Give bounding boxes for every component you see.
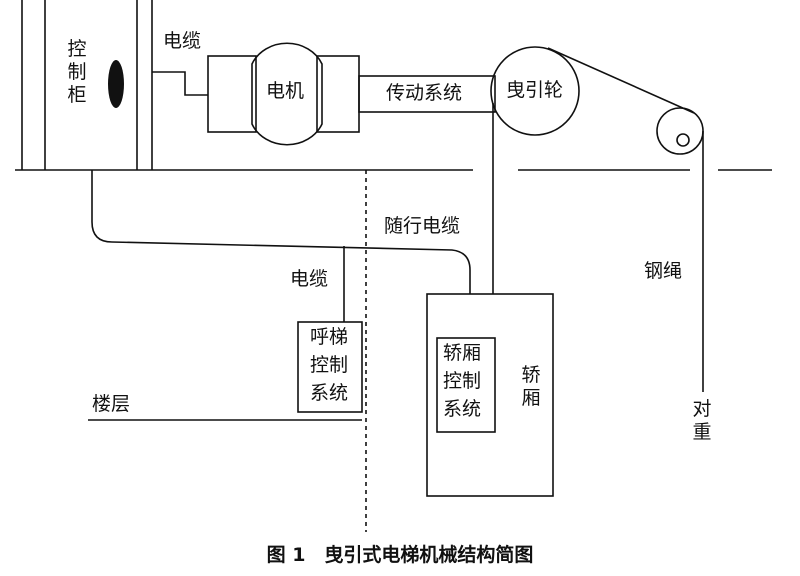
deflector-pulley — [656, 107, 704, 155]
car-control-label-line2: 控制 — [443, 370, 482, 392]
cable-top-label: 电缆 — [163, 30, 202, 52]
hall-call-box — [297, 321, 363, 413]
car-control-box — [436, 337, 496, 433]
transmission-box — [358, 75, 496, 113]
transmission-label: 传动系统 — [386, 82, 463, 104]
figure-caption: 图 1 曳引式电梯机械结构简图 — [266, 544, 534, 566]
counterweight-label: 对重 — [692, 398, 712, 443]
cable-mid-label: 电缆 — [290, 268, 329, 290]
hall-call-label-line3: 系统 — [310, 382, 349, 404]
car-control-label-line1: 轿厢 — [443, 342, 482, 364]
wire-rope-label: 钢绳 — [644, 260, 683, 282]
car-label: 轿厢 — [521, 364, 541, 409]
wire-rope-top — [547, 47, 695, 114]
motor-right-block — [316, 55, 360, 133]
hall-call-label-line1: 呼梯 — [310, 326, 349, 348]
cabinet-handle — [108, 60, 124, 108]
motor-body — [251, 42, 323, 146]
cable-to-motor — [152, 71, 208, 96]
car-control-label-line3: 系统 — [443, 398, 482, 420]
floor-label: 楼层 — [92, 393, 131, 415]
traction-sheave-label: 曳引轮 — [506, 79, 564, 101]
motor-left-block — [207, 55, 257, 133]
motor-label: 电机 — [266, 80, 305, 102]
traveling-cable — [91, 170, 471, 294]
pulley-hub — [676, 133, 690, 147]
traction-sheave — [490, 46, 580, 136]
car-box — [426, 293, 554, 497]
hall-call-label-line2: 控制 — [310, 354, 349, 376]
traveling-cable-label: 随行电缆 — [384, 215, 461, 237]
control-cabinet-label: 控制柜 — [67, 38, 87, 106]
